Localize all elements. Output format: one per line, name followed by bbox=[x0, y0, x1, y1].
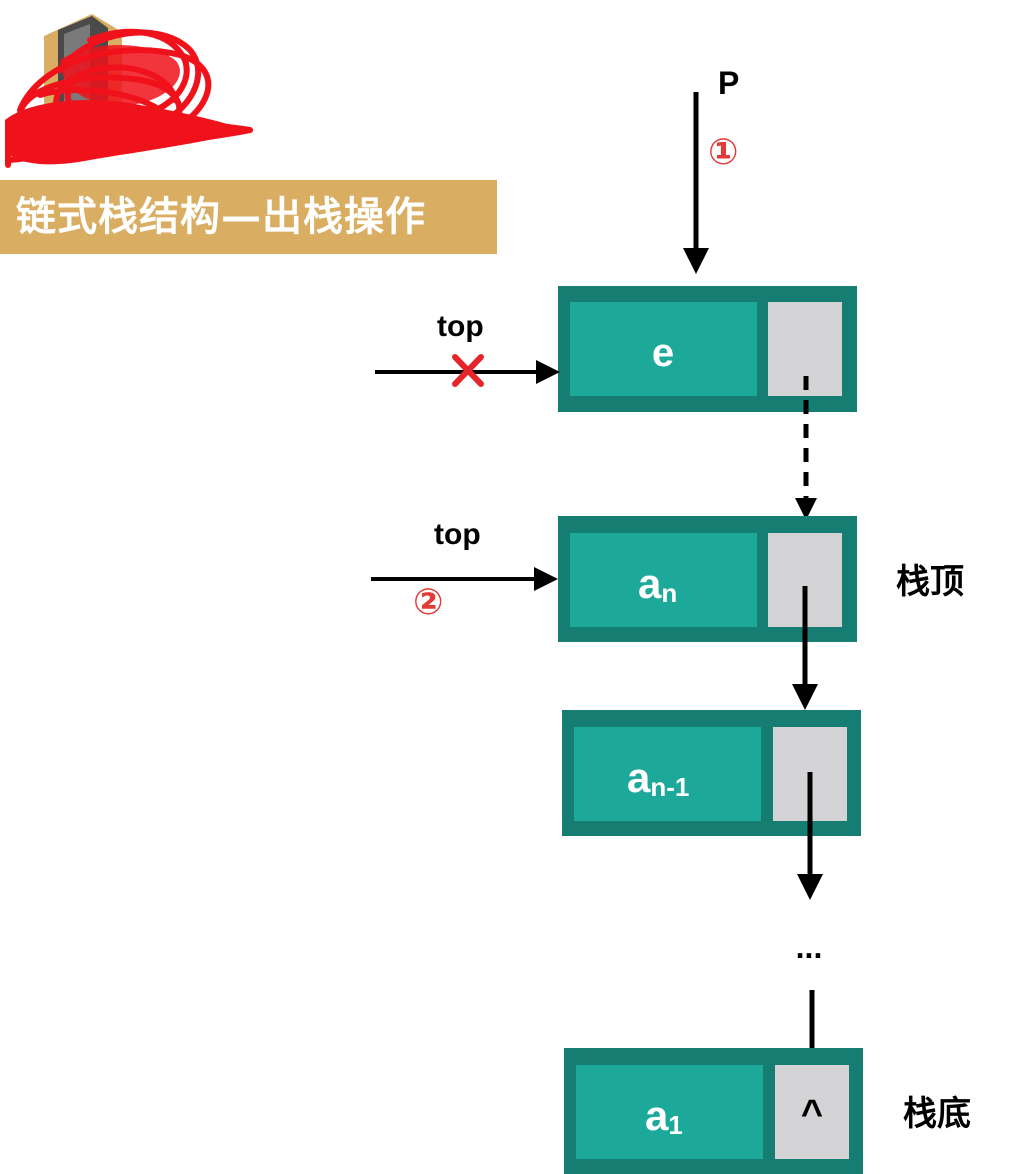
title-bar: 链式栈结构—出栈操作 bbox=[0, 180, 497, 254]
null-marker: ^ bbox=[801, 1093, 823, 1135]
page-title: 链式栈结构—出栈操作 bbox=[16, 197, 426, 237]
stack-bottom-label: 栈底 bbox=[903, 1094, 971, 1134]
top-old-arrowhead bbox=[536, 360, 560, 384]
arrow-an-to-an1-head bbox=[792, 684, 818, 710]
ellipsis: ... bbox=[796, 929, 823, 965]
node-e-data: e bbox=[652, 331, 674, 375]
top-old-label: top bbox=[437, 310, 484, 343]
pointer-p-arrowhead bbox=[683, 248, 709, 274]
stack-top-label: 栈顶 bbox=[896, 562, 964, 602]
pointer-p-label: P bbox=[718, 65, 739, 101]
node-e: e bbox=[558, 286, 857, 412]
step1-marker: ① bbox=[708, 132, 738, 173]
node-a1: a1 ^ bbox=[564, 1048, 863, 1174]
node-an-1: an-1 bbox=[562, 710, 861, 836]
red-scribble-fill bbox=[5, 45, 250, 164]
top-new-label: top bbox=[434, 518, 481, 551]
arrow-an1-to-ellipsis-head bbox=[797, 874, 823, 900]
node-an: an bbox=[558, 516, 857, 642]
top-new-arrowhead bbox=[534, 567, 558, 591]
step2-marker: ② bbox=[413, 582, 443, 623]
